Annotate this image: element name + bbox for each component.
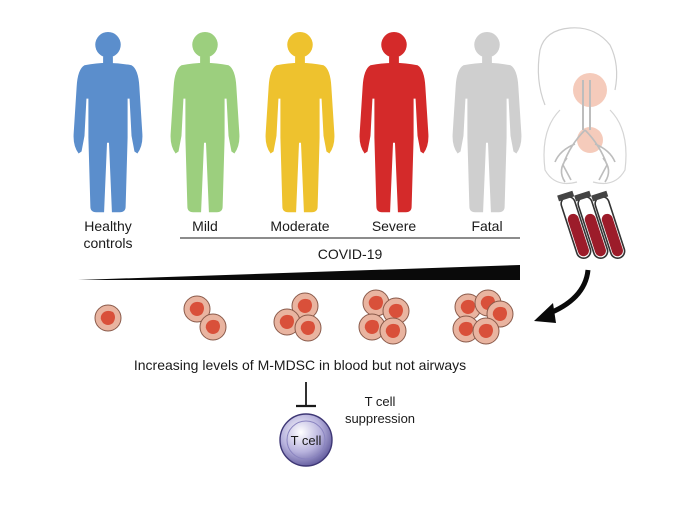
group-label-fatal: Fatal (471, 218, 503, 234)
mdsc-cell-icon (199, 313, 227, 341)
mdsc-cell-icon (472, 317, 500, 345)
curved-arrow-head (534, 303, 556, 323)
mdsc-cell-group (94, 289, 514, 345)
mdsc-cell-icon (291, 292, 319, 320)
mdsc-cell-icon (94, 304, 122, 332)
human-figure-icon (452, 31, 522, 213)
blood-tube-icon (557, 190, 592, 260)
mdsc-cell-icon (379, 317, 407, 345)
blood-tube-icon (574, 190, 609, 260)
human-figure-icon (265, 31, 335, 213)
tcell-icon (279, 413, 333, 467)
group-label-severe: Severe (371, 218, 417, 234)
blood-tube-icon (591, 190, 626, 260)
mdsc-cell-icon (452, 315, 480, 343)
tcell-label: T cell (290, 433, 322, 448)
mdsc-cell-icon (183, 295, 211, 323)
human-figure-icon (73, 31, 143, 213)
suppression-text: T cell suppression (344, 394, 416, 426)
group-label-moderate: Moderate (270, 218, 330, 234)
covid-label: COVID-19 (317, 246, 383, 262)
mdsc-cell-icon (382, 297, 410, 325)
mdsc-cell-icon (358, 313, 386, 341)
group-label-healthy: Healthy controls (83, 218, 133, 251)
lungs-airway-icon (537, 27, 627, 185)
mdsc-cell-icon (294, 314, 322, 342)
group-label-mild: Mild (192, 218, 218, 234)
human-figure-icon (170, 31, 240, 213)
human-figure-icon (359, 31, 429, 213)
finding-text: Increasing levels of M-MDSC in blood but… (133, 357, 467, 373)
inhibition-icon (296, 382, 316, 408)
severity-wedge (78, 265, 520, 280)
